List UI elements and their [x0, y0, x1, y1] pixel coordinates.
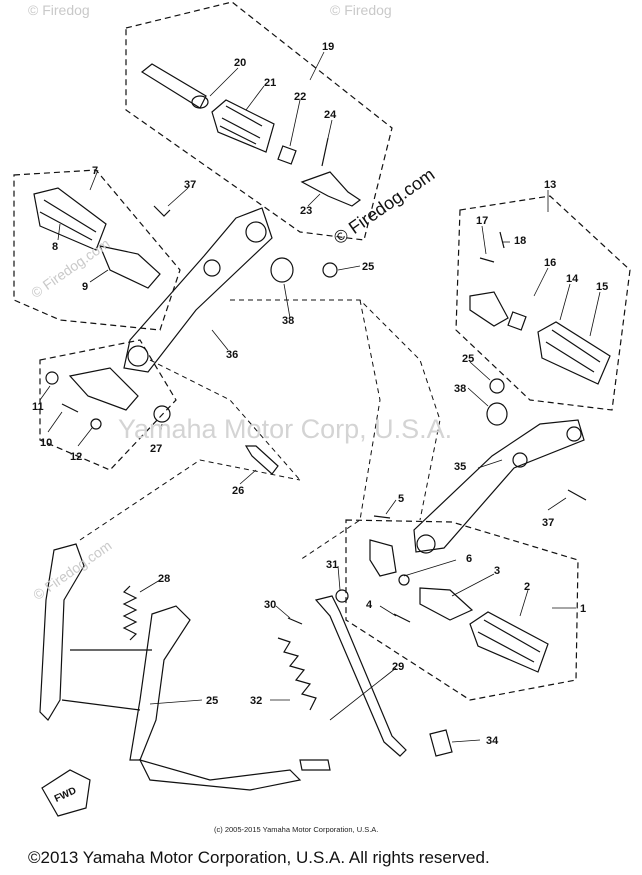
part-label-2: 2 — [524, 581, 530, 593]
fwd-arrow — [41, 769, 91, 817]
side-stand-30 — [314, 595, 407, 757]
nut-25a — [322, 262, 338, 278]
part-label-22: 22 — [294, 91, 306, 103]
nut-32 — [335, 589, 349, 603]
watermark-yamaha: Yamaha Motor Corp, U.S.A. — [118, 414, 453, 444]
part-label-38a: 38 — [282, 315, 294, 327]
part-label-19: 19 — [322, 41, 334, 53]
rubber-34 — [429, 729, 453, 757]
center-stand-26 — [39, 543, 331, 791]
footrest-bracket-9 — [99, 245, 161, 289]
footrest-bracket-35 — [413, 419, 585, 554]
washer-16 — [507, 311, 527, 331]
part-label-10: 10 — [40, 437, 52, 449]
part-label-6: 6 — [466, 553, 472, 565]
footrest-bracket-36 — [123, 207, 273, 373]
part-label-29: 28 — [158, 573, 170, 585]
part-label-1: 1 — [580, 603, 586, 615]
group-1-boundary — [345, 519, 579, 701]
part-label-15: 15 — [596, 281, 608, 293]
bracket-13 — [469, 291, 509, 327]
footrest-8 — [33, 187, 107, 251]
pin-12 — [90, 418, 102, 430]
part-label-25b: 25 — [462, 353, 474, 365]
part-label-14: 14 — [566, 273, 579, 285]
part-label-12: 12 — [70, 451, 82, 463]
part-label-34: 34 — [486, 735, 499, 747]
group-19-boundary — [125, 1, 393, 241]
bolt-31 — [287, 617, 303, 625]
fwd-mark: FWD — [53, 785, 78, 805]
part-label-8: 8 — [52, 241, 58, 253]
pivot-shaft-20 — [140, 63, 209, 109]
part-label-38b: 38 — [454, 383, 466, 395]
parts-diagram: 19 20 21 22 24 23 7 37 8 9 25 38 36 11 1… — [13, 1, 631, 817]
watermark-firedog: © Firedog — [28, 2, 90, 18]
watermark-firedog: © Firedog — [330, 2, 392, 18]
bolt-27 — [244, 445, 279, 475]
bracket-23 — [300, 171, 362, 207]
part-label-35: 35 — [454, 461, 466, 473]
part-label-4: 4 — [366, 599, 373, 611]
footer-copyright: ©2013 Yamaha Motor Corporation, U.S.A. A… — [28, 848, 490, 867]
part-label-28: 27 — [150, 443, 162, 455]
spring-33 — [277, 637, 317, 711]
washer-6b — [398, 574, 410, 586]
bolt-10 — [61, 403, 79, 413]
small-copyright: (c) 2005-2015 Yamaha Motor Corporation, … — [214, 825, 379, 834]
part-label-3: 3 — [494, 565, 500, 577]
group-7-boundary — [13, 169, 181, 331]
part-label-37b: 37 — [542, 517, 554, 529]
part-label-9: 9 — [82, 281, 88, 293]
part-label-17: 17 — [476, 215, 488, 227]
pin-24 — [321, 137, 329, 167]
part-label-27: 26 — [232, 485, 244, 497]
part-label-18: 18 — [514, 235, 526, 247]
bolt-37b — [567, 489, 587, 501]
nut-28 — [153, 405, 171, 423]
nut-25b — [489, 378, 505, 394]
spring-29 — [122, 585, 138, 641]
part-label-37a: 37 — [184, 179, 196, 191]
ball-11 — [45, 371, 59, 385]
part-label-31: 30 — [264, 599, 276, 611]
part-label-7: 7 — [92, 165, 98, 177]
bracket-6 — [369, 539, 397, 577]
footrest-rubber-14-15 — [537, 321, 611, 385]
part-label-23: 23 — [300, 205, 312, 217]
part-label-20: 20 — [234, 57, 246, 69]
bolt-5 — [373, 515, 391, 519]
clip-18 — [499, 231, 505, 249]
group-13-boundary — [455, 195, 631, 411]
bracket-lower-left — [68, 367, 139, 411]
frame-outline — [79, 299, 441, 561]
part-label-32: 31 — [326, 559, 338, 571]
rubber-bush-38b — [486, 402, 508, 426]
group-left-lower-boundary — [39, 339, 177, 471]
pin-17 — [479, 257, 495, 263]
part-label-33: 32 — [250, 695, 262, 707]
footrest-rubber-2 — [469, 611, 549, 673]
part-label-13: 13 — [544, 179, 556, 191]
washer-22 — [277, 145, 297, 165]
pivot-3 — [419, 587, 474, 621]
part-label-11: 11 — [32, 401, 44, 413]
part-labels: 19 20 21 22 24 23 7 37 8 9 25 38 36 11 1… — [32, 41, 608, 805]
footrest-rubber-21 — [211, 99, 275, 153]
bolt-37a — [153, 205, 171, 217]
part-label-26: 25 — [206, 695, 218, 707]
rubber-bush-38a — [270, 257, 294, 283]
leader-lines — [39, 51, 601, 743]
part-label-5: 5 — [398, 493, 404, 505]
part-label-24: 24 — [324, 109, 337, 121]
part-label-25a: 25 — [362, 261, 374, 273]
part-label-30: 29 — [392, 661, 404, 673]
part-label-36: 36 — [226, 349, 238, 361]
bolt-4 — [393, 613, 411, 623]
part-label-16: 16 — [544, 257, 556, 269]
part-label-21: 21 — [264, 77, 276, 89]
